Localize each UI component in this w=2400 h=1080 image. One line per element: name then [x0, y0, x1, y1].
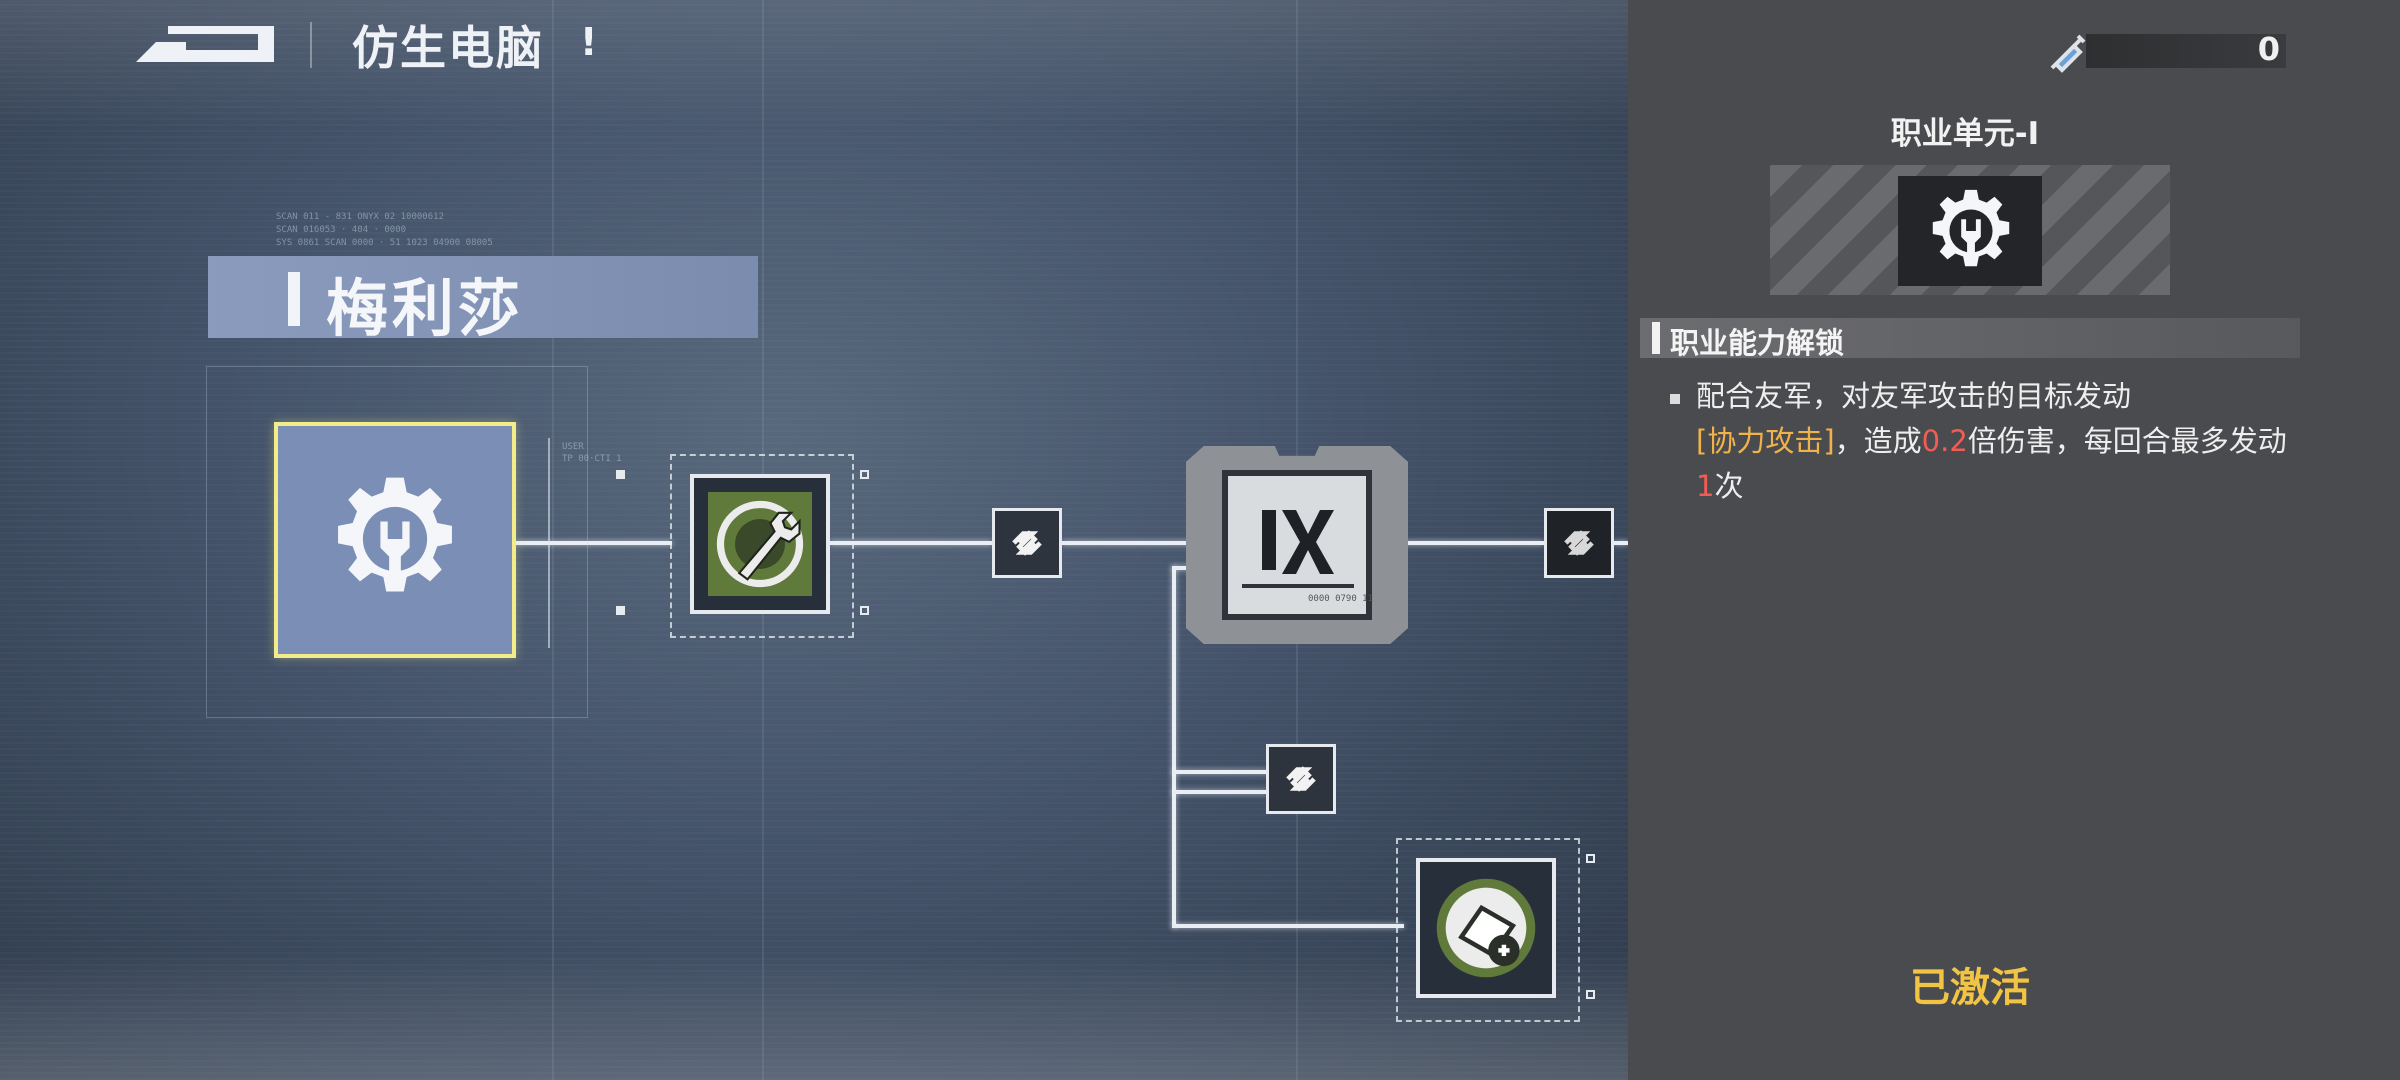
- banner-accent: [288, 272, 300, 326]
- dx-emblem-icon: [1262, 510, 1334, 574]
- desc-text: ，造成: [1834, 424, 1922, 458]
- connector-wire: [1172, 770, 1268, 774]
- corner-dot: [1586, 990, 1595, 999]
- node-heal-skill[interactable]: [1416, 858, 1556, 998]
- grid-line: [552, 0, 554, 1080]
- connector-wire: [1172, 924, 1404, 928]
- back-button[interactable]: [128, 20, 274, 68]
- chip-label: 0000 0790 11: [1308, 594, 1374, 604]
- corner-dot: [616, 606, 625, 615]
- currency-value: 0: [2257, 30, 2280, 68]
- header-divider: [310, 22, 312, 68]
- corner-dot: [860, 470, 869, 479]
- decor-text: SCAN 016053 · 404 · 0000: [276, 225, 407, 235]
- link-icon: [1286, 766, 1316, 792]
- corner-dot: [1586, 854, 1595, 863]
- node-career-unit-1[interactable]: [274, 422, 516, 658]
- node-frame: [206, 366, 588, 718]
- link-node[interactable]: [1544, 508, 1614, 578]
- alert-indicator: !: [580, 20, 598, 64]
- connector-wire: [1172, 790, 1268, 794]
- trigger-count: 1: [1696, 469, 1715, 503]
- connector-wire: [1614, 541, 1628, 545]
- status-activated: 已激活: [1910, 965, 2030, 1011]
- skill-tree-area: 仿生电脑 ! SCAN 011 - 831 ONYX 02 10000612 S…: [0, 0, 1628, 1080]
- node-frame: [670, 454, 854, 638]
- desc-text: 倍伤害，每回合最多发动: [1967, 424, 2287, 458]
- gear-wrench-icon: [338, 477, 452, 592]
- section-title: 职业能力解锁: [1670, 326, 1845, 360]
- decor-text: SYS 0861 SCAN 0000 · 51 1023 04900 08005: [276, 238, 493, 248]
- syringe-icon: [2050, 34, 2086, 73]
- character-name: 梅利莎: [326, 272, 525, 345]
- connector-wire: [516, 541, 672, 545]
- connector-wire: [830, 541, 992, 545]
- bullet-marker: [1670, 394, 1680, 404]
- node-wrench-skill[interactable]: [690, 474, 830, 614]
- ability-description: 配合友军，对友军攻击的目标发动 [协力攻击]，造成0.2倍伤害，每回合最多发动 …: [1696, 374, 2316, 509]
- side-label: TP 00·CTI 1: [562, 454, 622, 464]
- link-node[interactable]: [1266, 744, 1336, 814]
- desc-line: 配合友军，对友军攻击的目标发动: [1696, 379, 2132, 413]
- chip-stripe: [1242, 584, 1354, 588]
- bracket-line: [548, 438, 550, 648]
- node-chip-dx[interactable]: 0000 0790 11: [1222, 470, 1374, 620]
- connector-wire: [1062, 541, 1220, 545]
- node-frame: [1396, 838, 1580, 1022]
- damage-multiplier: 0.2: [1921, 424, 1968, 458]
- section-accent: [1652, 322, 1660, 354]
- connector-wire: [1380, 541, 1544, 545]
- gear-wrench-icon: [1932, 189, 2010, 267]
- connector-wire: [1172, 566, 1176, 928]
- heal-kit-icon: [1436, 878, 1536, 978]
- decor-text: SCAN 011 - 831 ONYX 02 10000612: [276, 212, 444, 222]
- link-node[interactable]: [992, 508, 1062, 578]
- corner-dot: [860, 606, 869, 615]
- side-label: USER: [562, 442, 584, 452]
- section-header: [1640, 318, 2300, 358]
- link-icon: [1564, 530, 1594, 556]
- skill-keyword: [协力攻击]: [1696, 424, 1835, 458]
- wrench-icon: [716, 500, 804, 588]
- corner-dot: [616, 470, 625, 479]
- detail-panel: [1628, 0, 2400, 1080]
- desc-text: 次: [1714, 469, 1744, 503]
- currency-bar: [2086, 34, 2286, 68]
- page-title: 仿生电脑: [352, 21, 544, 75]
- link-icon: [1012, 530, 1042, 556]
- unit-title: 职业单元-Ⅰ: [1890, 116, 2040, 152]
- unit-icon-box: [1898, 176, 2042, 286]
